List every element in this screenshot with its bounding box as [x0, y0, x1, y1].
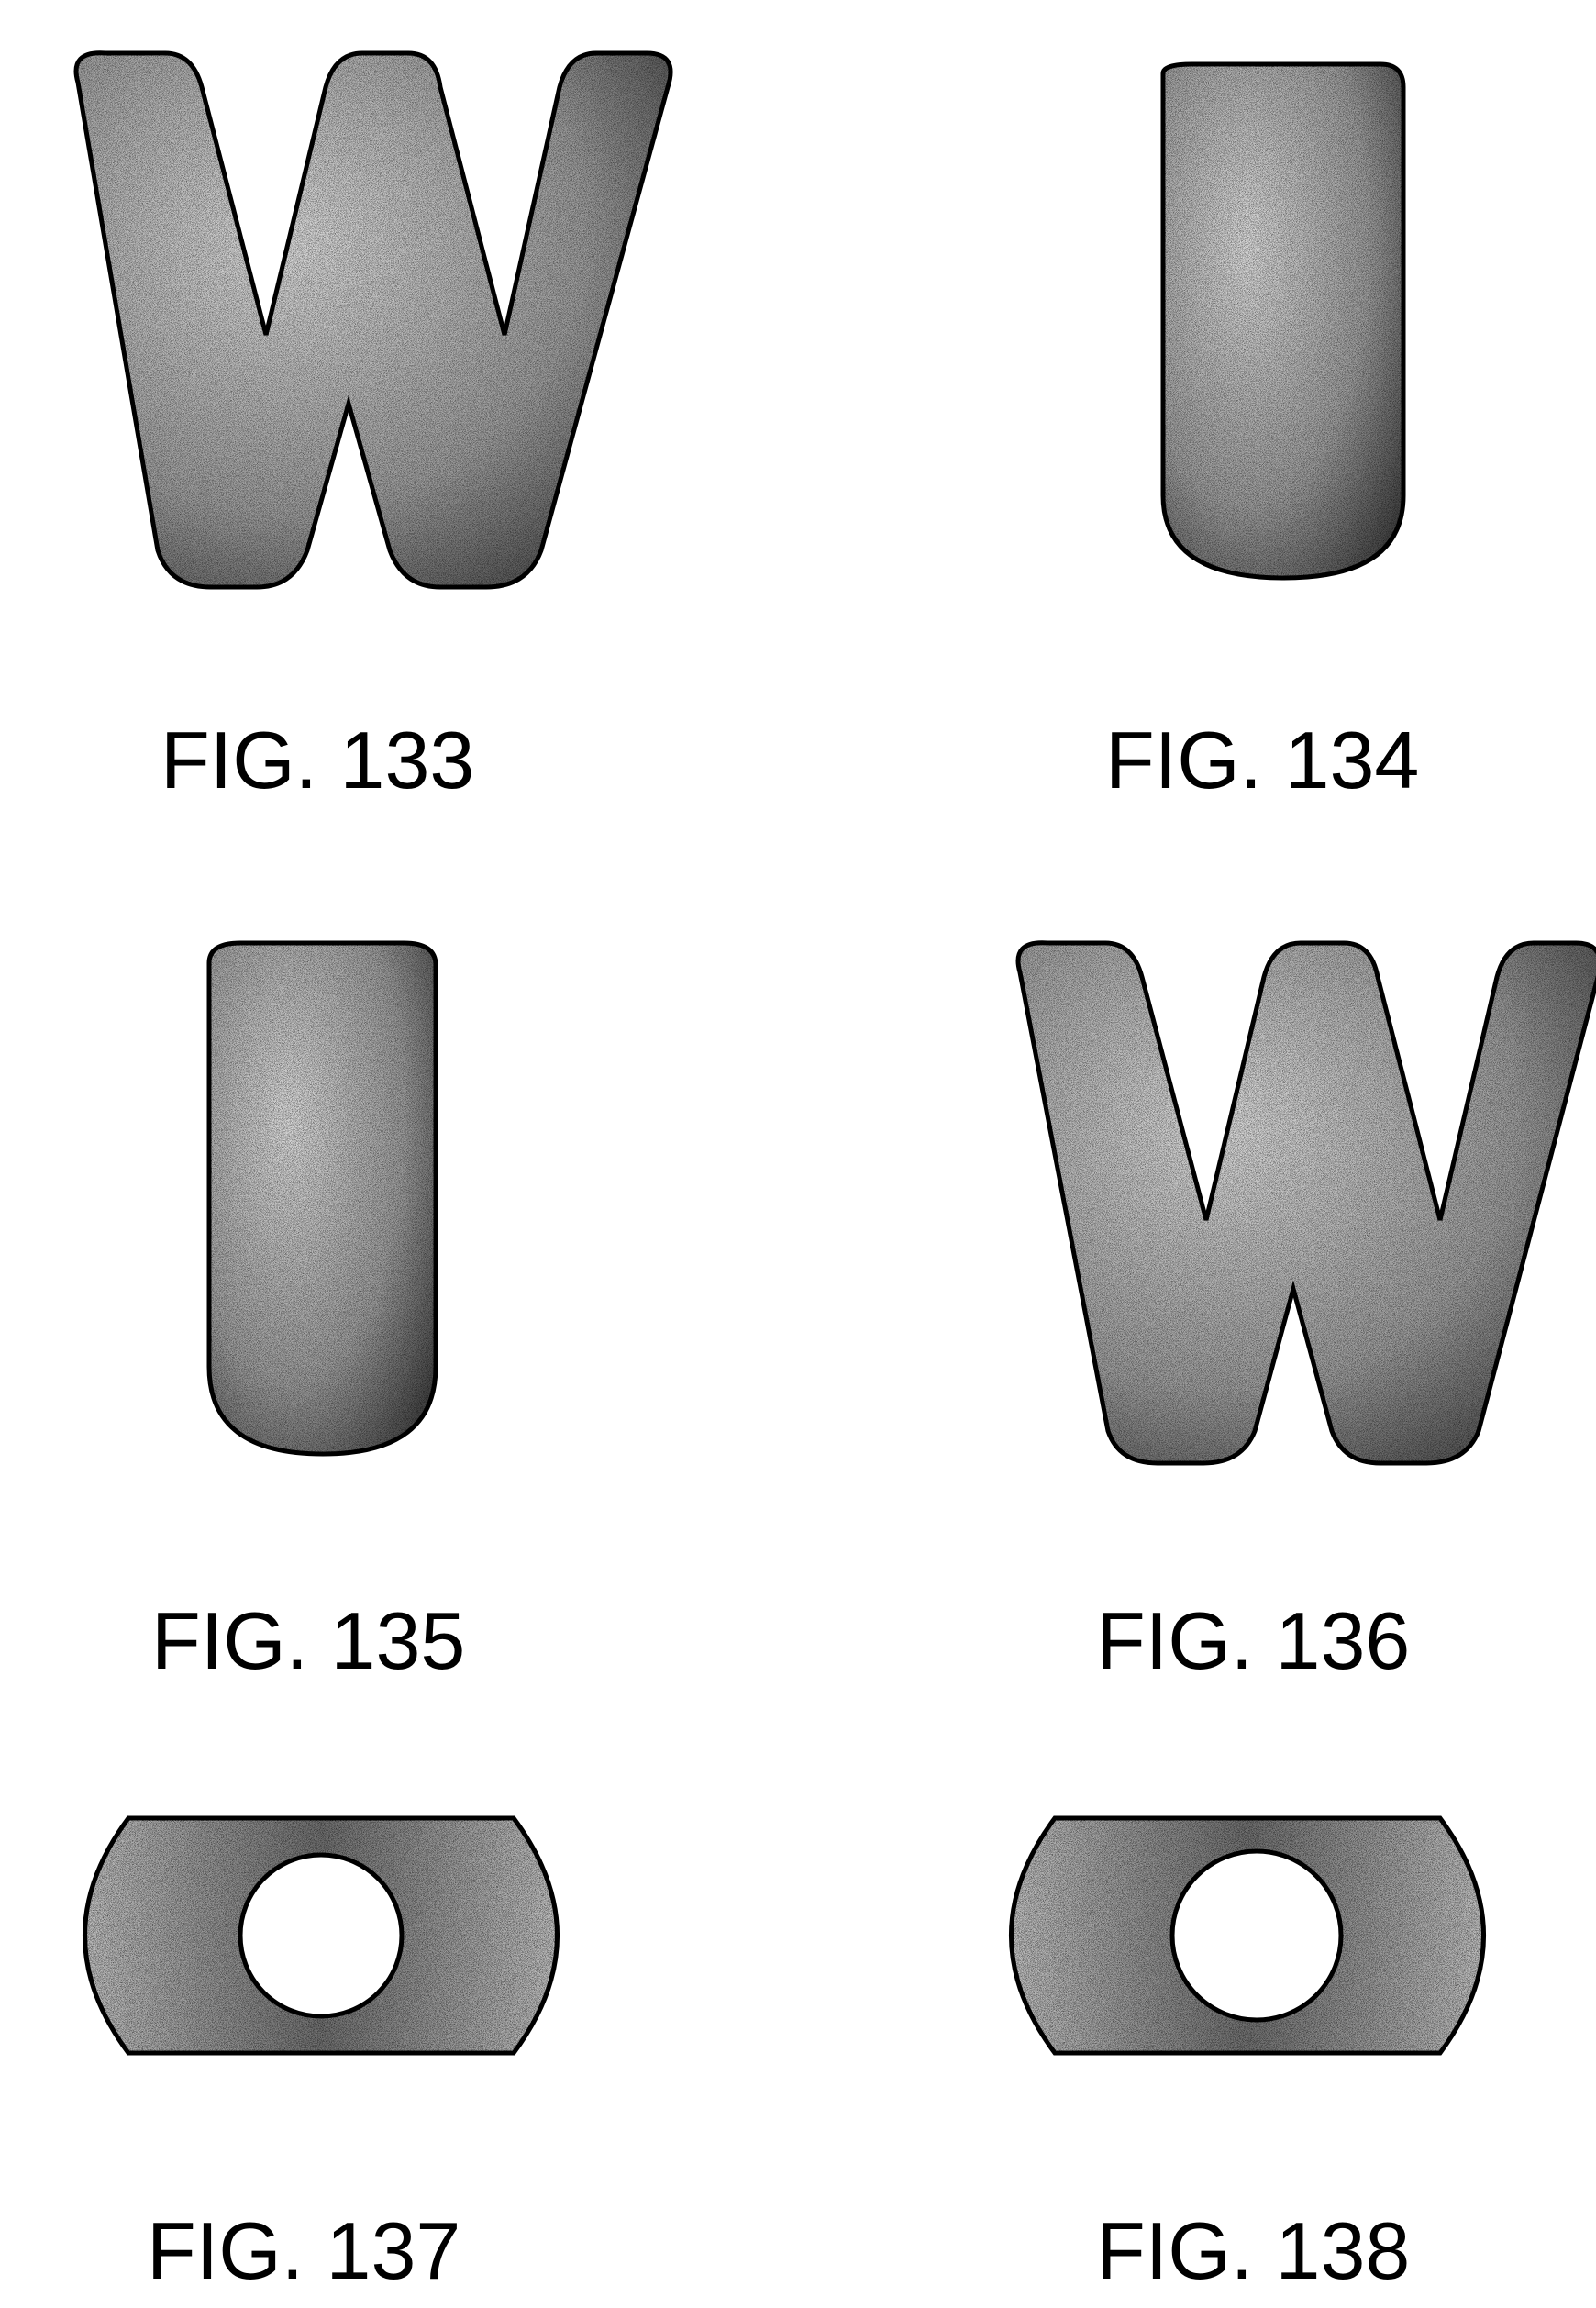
fig-137-caption: FIG. 137	[147, 2211, 460, 2291]
fig-137-bead-with-hole	[85, 1818, 558, 2053]
fig-135-letter-i	[209, 943, 436, 1454]
fig-133-letter-w	[76, 53, 671, 587]
fig-134-letter-i	[1163, 64, 1403, 578]
fig-134-caption: FIG. 134	[1105, 720, 1419, 801]
bead-hole	[240, 1855, 402, 2016]
fig-138-caption: FIG. 138	[1096, 2211, 1410, 2291]
fig-136-caption: FIG. 136	[1096, 1601, 1410, 1681]
fig-136-letter-w	[1018, 943, 1596, 1463]
fig-138-bead-with-hole	[1012, 1818, 1484, 2053]
fig-135-caption: FIG. 135	[151, 1601, 465, 1681]
fig-133-caption: FIG. 133	[161, 720, 474, 801]
bead-hole	[1172, 1851, 1341, 2020]
